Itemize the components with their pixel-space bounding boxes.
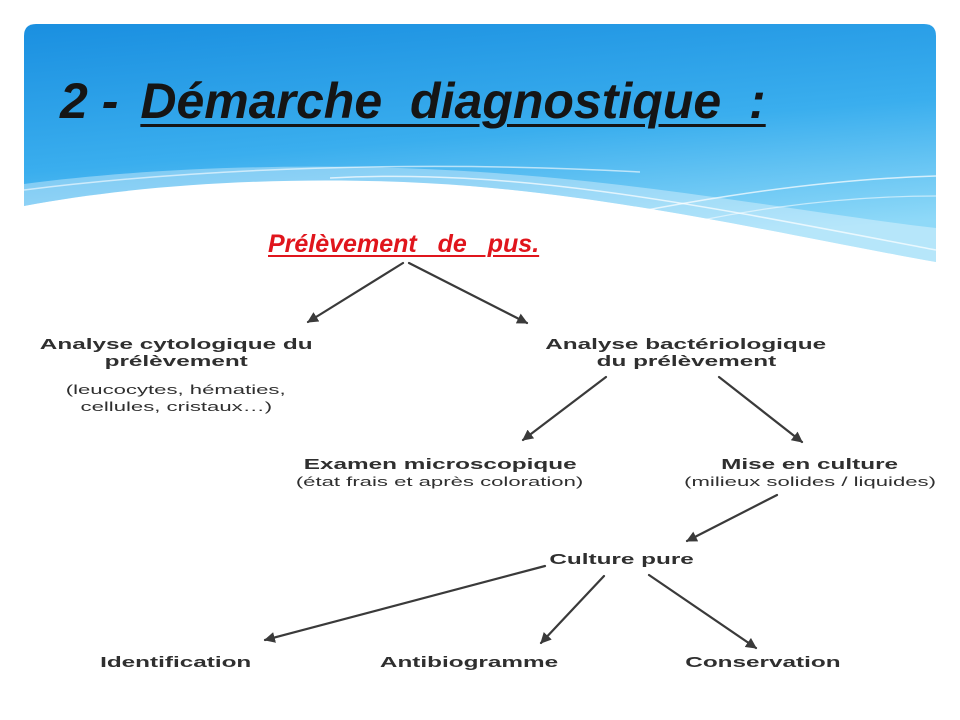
node-identification: Identification: [76, 654, 276, 671]
slide-subtitle: Prélèvement de pus.: [268, 230, 540, 258]
arrow-bacteriology-to-culture: [717, 375, 804, 444]
title-text: Démarche diagnostique :: [140, 73, 766, 129]
arrow-bacteriology-to-microscopy: [521, 375, 608, 442]
arrow-prelevement-to-bacteriology: [407, 261, 529, 325]
node-title-line: Analyse bactériologique: [545, 336, 827, 353]
node-title-line: Antibiogramme: [379, 654, 559, 671]
node-title-line: Mise en culture: [721, 456, 899, 473]
arrow-pure-culture-to-conservation: [647, 573, 758, 650]
arrow-pure-culture-to-antibiogram: [539, 574, 606, 645]
header-wave-line: [329, 175, 937, 251]
node-pure-culture: Culture pure: [522, 551, 722, 568]
node-detail-line: cellules, cristaux…): [80, 399, 272, 414]
header-wave-line: [599, 195, 937, 246]
header-wave-line: [23, 165, 641, 191]
header-light-band: [24, 166, 936, 262]
arrow-prelevement-to-cytology: [306, 261, 405, 324]
node-title-line: Examen microscopique: [303, 456, 577, 473]
slide-title: 2 - Démarche diagnostique :: [60, 71, 766, 131]
node-title-line: du prélèvement: [596, 353, 776, 370]
header-decoration: [23, 24, 937, 720]
node-detail-line: (leucocytes, hématies,: [66, 382, 286, 397]
node-detail-line: (milieux solides / liquides): [684, 474, 936, 489]
node-microscopy: Examen microscopique (état frais et aprè…: [290, 456, 590, 490]
node-cytology: Analyse cytologique du prélèvement (leuc…: [26, 336, 326, 415]
node-title-line: Conservation: [685, 654, 841, 671]
arrow-pure-culture-to-identification: [263, 564, 547, 643]
title-number: 2 -: [60, 73, 119, 129]
node-detail-line: (état frais et après coloration): [296, 474, 584, 489]
node-antibiogram: Antibiogramme: [369, 654, 569, 671]
node-title-line: Analyse cytologique du: [39, 336, 313, 353]
node-conservation: Conservation: [663, 654, 863, 671]
arrow-culture-to-pure-culture: [685, 493, 779, 543]
node-culture: Mise en culture (milieux solides / liqui…: [680, 456, 940, 490]
diagram-arrows: [263, 261, 804, 650]
node-title-line: Identification: [100, 654, 252, 671]
node-title-line: prélèvement: [104, 353, 248, 370]
slide-body: [24, 180, 936, 720]
node-bacteriology: Analyse bactériologique du prélèvement: [536, 336, 836, 370]
header-wave-line: [519, 175, 937, 237]
node-title-line: Culture pure: [549, 551, 695, 568]
